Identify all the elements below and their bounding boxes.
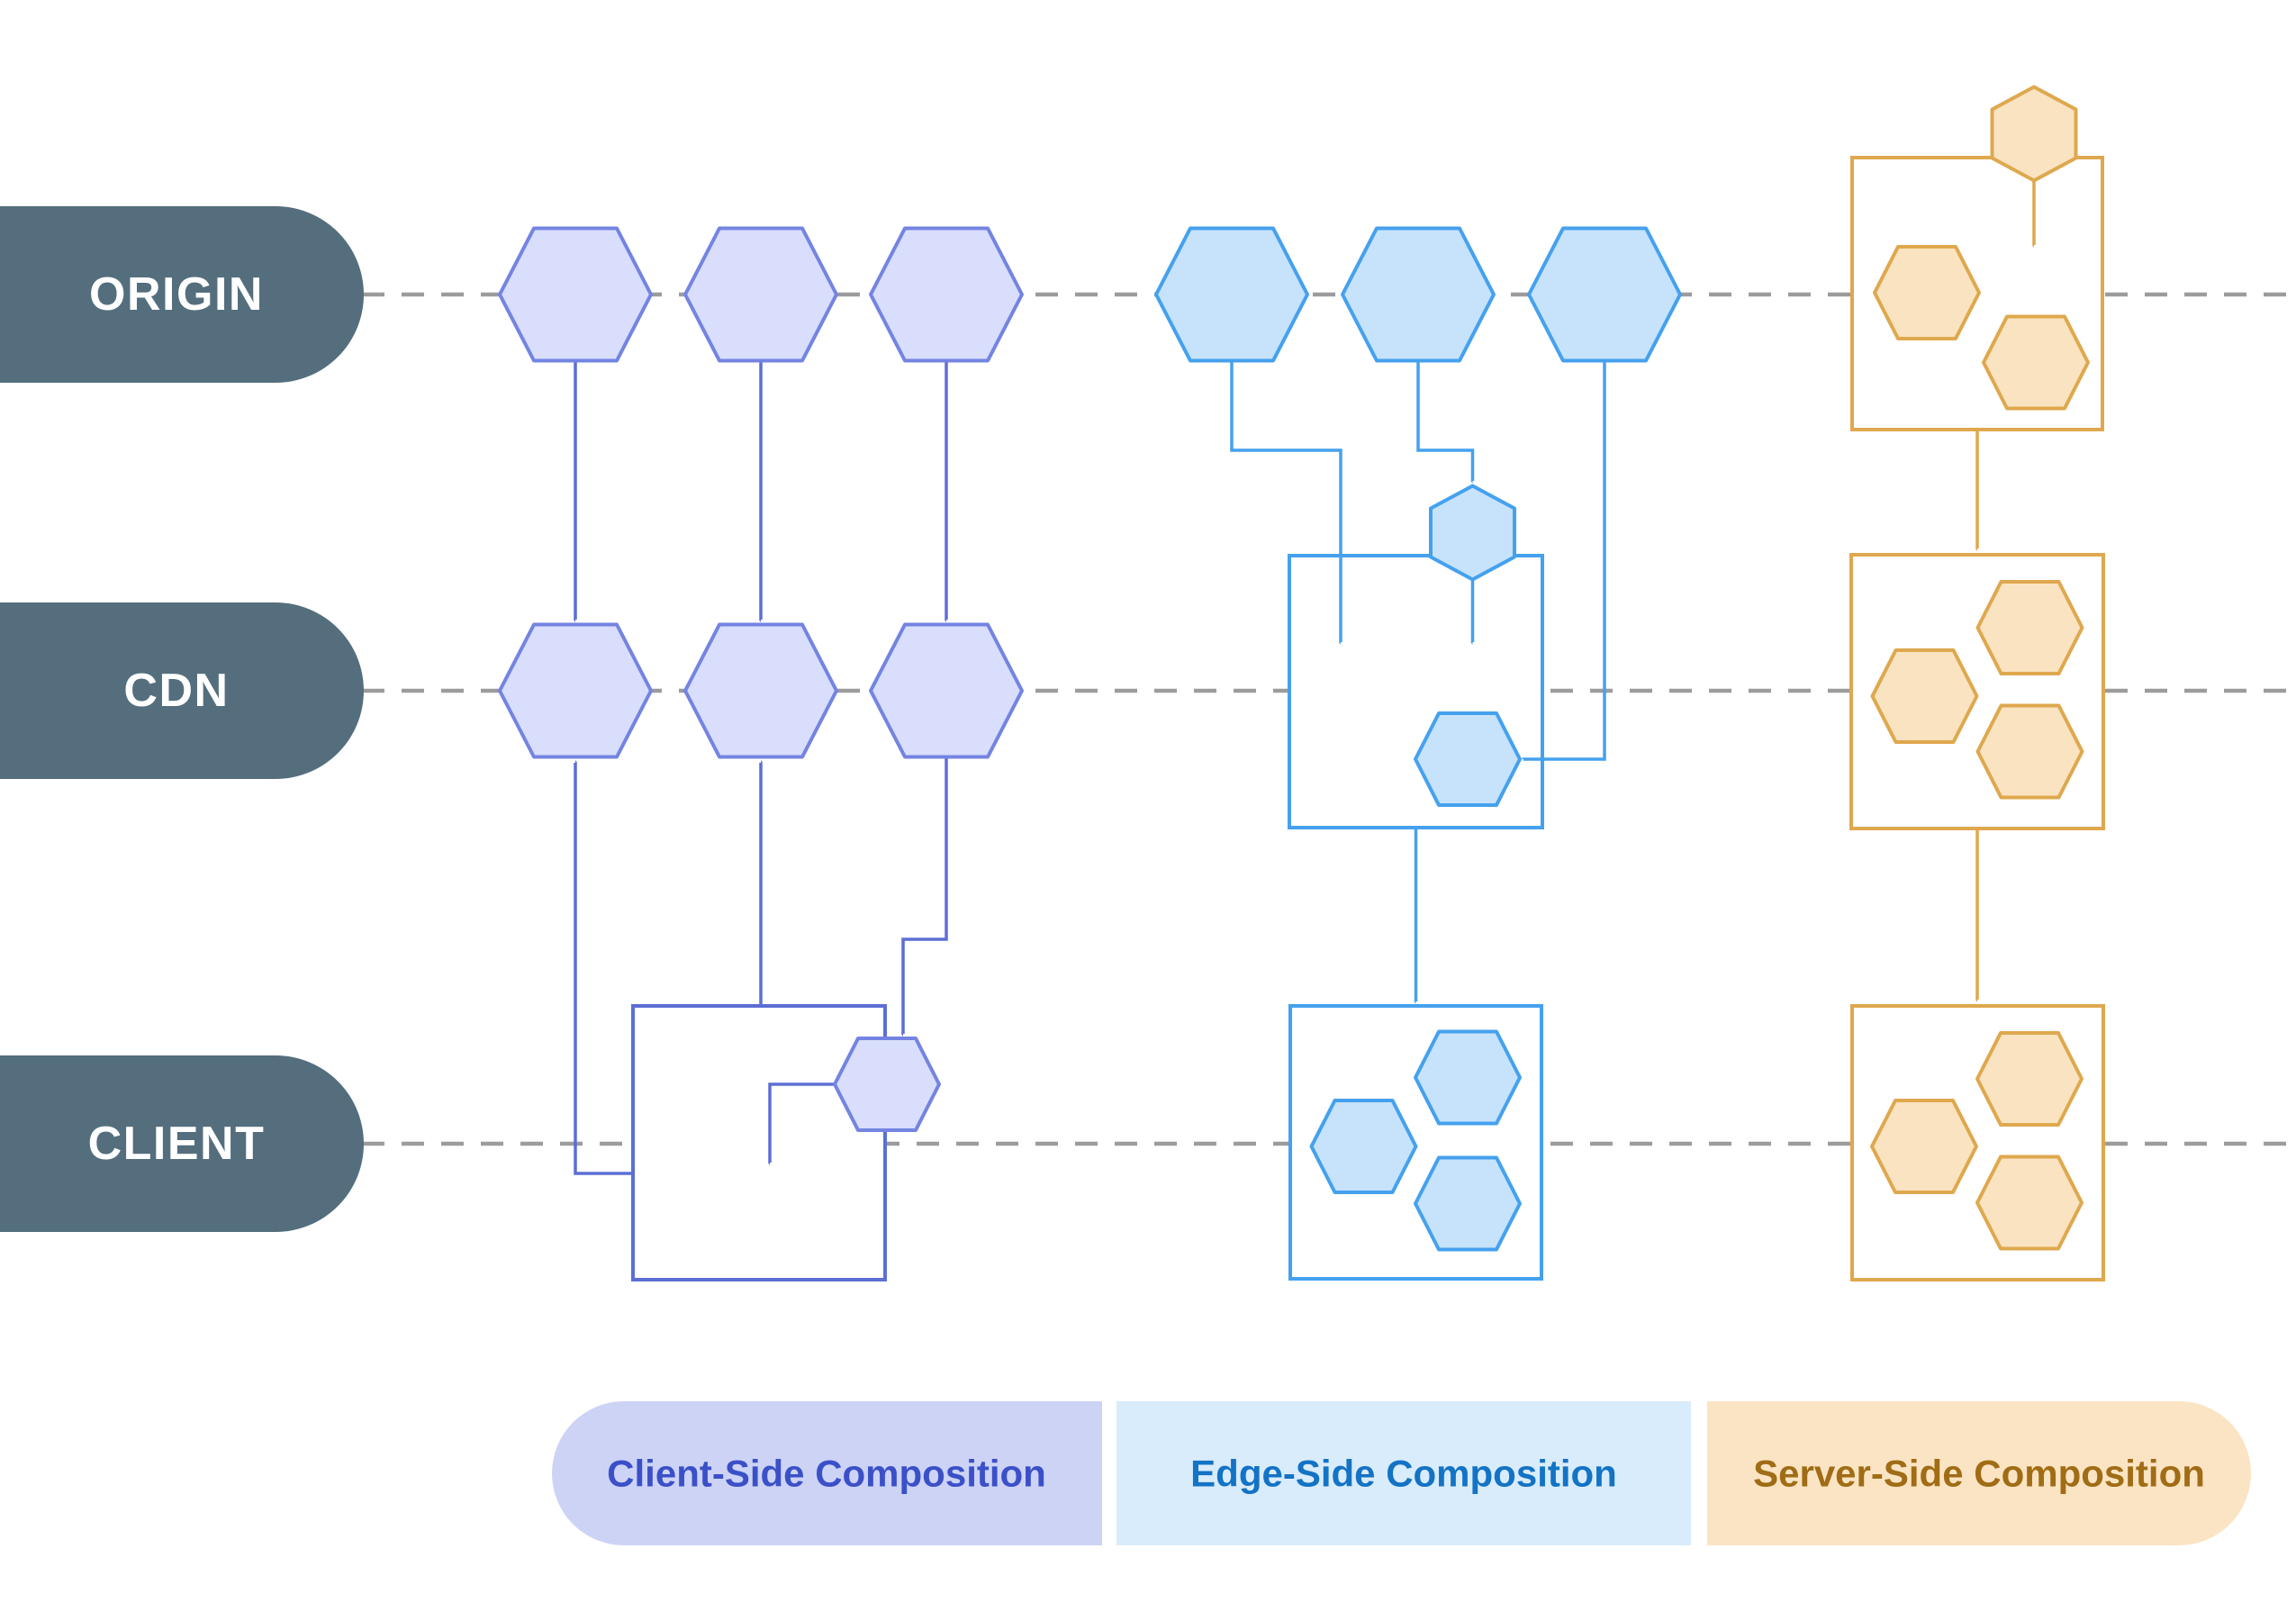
csc-arrow-clientbox-to-cdn1 [574, 763, 633, 1175]
esc-arrow-origin1-to-cdnbox [1230, 360, 1342, 643]
ssc-origin-fragment-1 [1873, 245, 1981, 340]
esc-client-fragment-2 [1309, 1099, 1418, 1194]
esc-origin-fragment-3 [1527, 226, 1682, 363]
ssc-cdn-fragment-3 [1975, 703, 2084, 800]
esc-client-fragment-3 [1414, 1155, 1522, 1252]
legend: Client-Side Composition Edge-Side Compos… [552, 1401, 2251, 1545]
csc-arrow-fragment-into-box [770, 1082, 835, 1163]
cdn-lane-pill [0, 602, 364, 779]
cdn-lane-label: CDN [123, 665, 229, 717]
esc-arrow-origin3-to-cdn-fragment [1523, 360, 1606, 761]
csc-client-fragment [833, 1037, 941, 1132]
lane-labels: ORIGIN CDN CLIENT [0, 206, 364, 1232]
ssc-client-fragment-1 [1975, 1031, 2084, 1127]
server-side-composition-section [1849, 85, 2105, 1281]
csc-arrow-cdn3-to-fragment [903, 756, 948, 1034]
ssc-client-fragment-2 [1870, 1099, 1978, 1194]
csc-origin-fragment-2 [683, 226, 838, 363]
csc-cdn-fragment-2 [683, 622, 838, 759]
edge-side-composition-section [1154, 226, 1682, 1281]
legend-pill-server-side [1707, 1401, 2251, 1545]
origin-lane-pill [0, 206, 364, 383]
ssc-cdn-fragment-2 [1870, 648, 1979, 744]
legend-pill-edge-side [1116, 1401, 1691, 1545]
esc-cdn-fragment [1414, 711, 1522, 807]
ssc-origin-fragment-2 [1982, 314, 2090, 411]
esc-origin-fragment-1 [1154, 226, 1309, 363]
ssc-cdn-fragment-1 [1975, 580, 2084, 675]
client-lane-pill [0, 1055, 364, 1232]
csc-cdn-fragment-3 [869, 622, 1024, 759]
csc-client-box [631, 1004, 887, 1281]
client-lane-label: CLIENT [88, 1118, 266, 1170]
origin-lane-label: ORIGIN [89, 268, 264, 321]
legend-label-server-side: Server-Side Composition [1753, 1453, 2205, 1495]
esc-arrow-origin2-to-edge-fragment [1416, 360, 1475, 482]
esc-edge-fragment [1429, 484, 1516, 582]
csc-cdn-fragment-1 [498, 622, 653, 759]
esc-origin-fragment-2 [1341, 226, 1496, 363]
client-side-composition-section [498, 226, 1024, 1281]
csc-origin-fragment-3 [869, 226, 1024, 363]
legend-label-client-side: Client-Side Composition [607, 1453, 1046, 1495]
ssc-client-fragment-3 [1975, 1155, 2084, 1251]
ssc-incoming-fragment [1990, 85, 2078, 183]
esc-client-fragment-1 [1414, 1029, 1522, 1126]
csc-origin-fragment-1 [498, 226, 653, 363]
legend-pill-client-side [552, 1401, 1102, 1545]
legend-label-edge-side: Edge-Side Composition [1190, 1453, 1617, 1495]
